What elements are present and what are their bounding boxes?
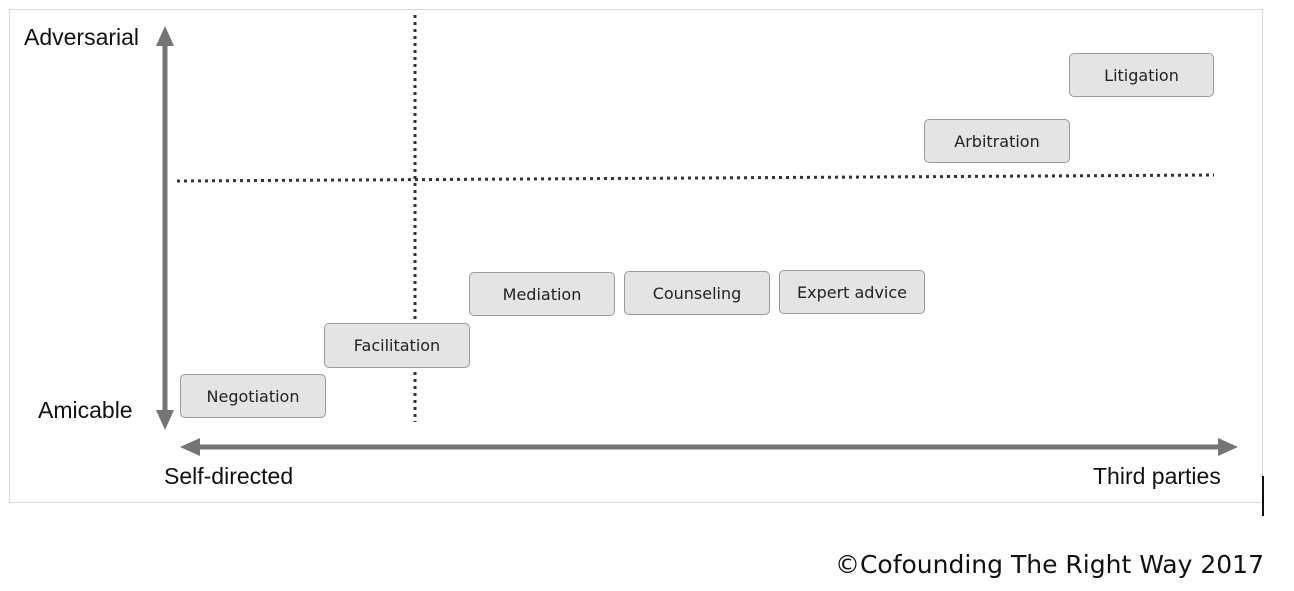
x-axis-left-label: Self-directed bbox=[164, 463, 294, 489]
horizontal-axis-arrow-right bbox=[1218, 438, 1238, 456]
y-axis-bottom-label: Amicable bbox=[38, 397, 133, 423]
x-axis-right-label: Third parties bbox=[1093, 463, 1221, 489]
vertical-axis-arrow-down bbox=[156, 410, 174, 430]
copyright-text: ©Cofounding The Right Way 2017 bbox=[834, 550, 1264, 579]
vertical-axis-arrow-up bbox=[156, 26, 174, 46]
mediation-box: Mediation bbox=[469, 272, 615, 316]
negotiation-box: Negotiation bbox=[180, 374, 326, 418]
facilitation-box: Facilitation bbox=[324, 323, 470, 368]
horizontal-axis-arrow-left bbox=[180, 438, 200, 456]
diagram-frame bbox=[9, 9, 1263, 503]
expert-advice-box: Expert advice bbox=[779, 270, 925, 314]
litigation-box: Litigation bbox=[1069, 53, 1214, 97]
text-cursor bbox=[1262, 476, 1264, 516]
counseling-box: Counseling bbox=[624, 271, 770, 315]
arbitration-box: Arbitration bbox=[924, 119, 1070, 163]
horizontal-divider bbox=[176, 173, 1215, 183]
y-axis-top-label: Adversarial bbox=[24, 24, 140, 50]
